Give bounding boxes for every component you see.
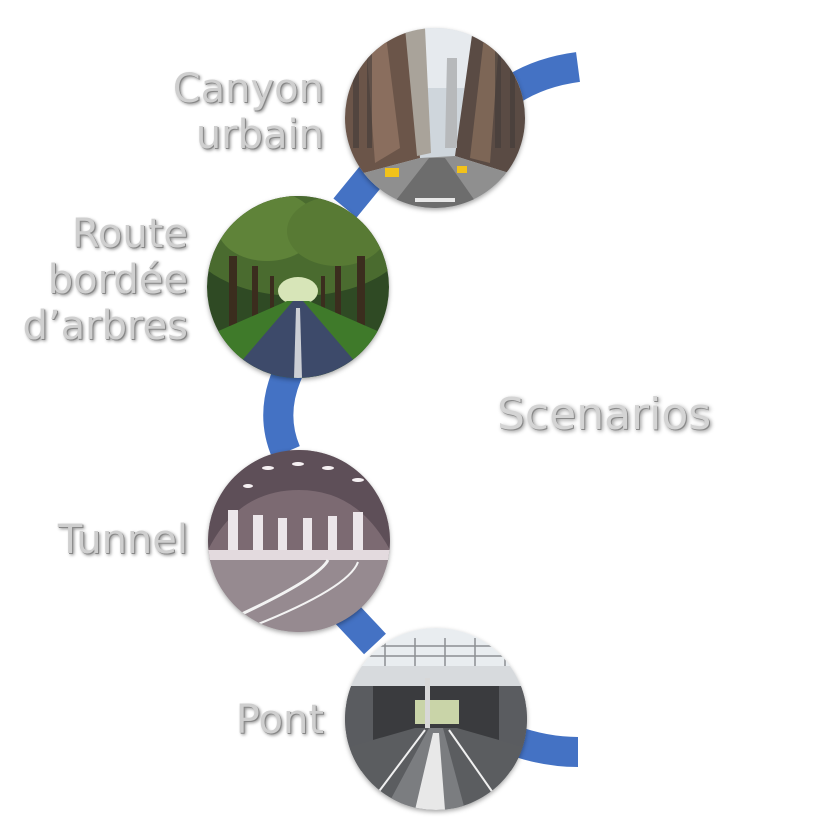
scenario-label-bridge: Pont [235, 697, 324, 743]
scenario-image-tunnel [208, 450, 390, 632]
tunnel-photo [208, 450, 390, 632]
scenario-image-urban-canyon [345, 28, 525, 208]
scenario-label-tunnel: Tunnel [57, 517, 188, 563]
scenario-label-tree-lined-road: Route bordée d’arbres [22, 211, 188, 349]
scenario-label-urban-canyon: Canyon urbain [172, 66, 324, 158]
scenario-image-bridge [345, 628, 527, 810]
tree-lined-road-photo [207, 196, 389, 378]
city-street-photo [345, 28, 525, 208]
scenario-image-tree-lined-road [207, 196, 389, 378]
diagram-title: Scenarios [497, 389, 712, 440]
bridge-underpass-photo [345, 628, 527, 810]
